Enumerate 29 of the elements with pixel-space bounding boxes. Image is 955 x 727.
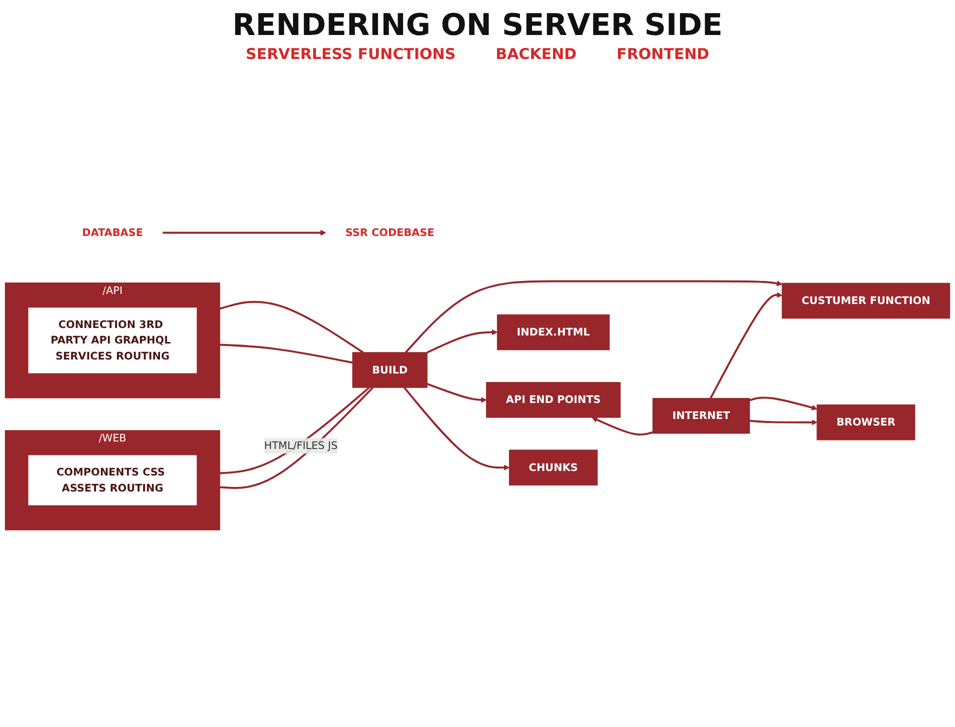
- node-text: DATABASE: [82, 226, 143, 240]
- arrow: [162, 230, 326, 236]
- section-label: BACKEND: [496, 45, 577, 63]
- node-box: CUSTUMER FUNCTION: [782, 283, 950, 319]
- connector: [220, 387, 370, 475]
- arrow: [749, 420, 818, 426]
- node-box: CONNECTION 3RD PARTY API GRAPHQL SERVICES ROUTING: [28, 307, 198, 374]
- edge-label: HTML/FILES JS: [264, 440, 338, 452]
- connector: [220, 301, 364, 354]
- arrow: [405, 280, 782, 354]
- node-box: CHUNKS: [508, 450, 598, 486]
- node-box: COMPONENTS CSS ASSETS ROUTING: [28, 454, 198, 506]
- arrow: [404, 387, 510, 471]
- node-box: BROWSER: [816, 404, 916, 441]
- node-text: SSR CODEBASE: [345, 226, 434, 240]
- arrow: [710, 292, 782, 400]
- node-box: INDEX.HTML: [496, 314, 610, 351]
- node-box: INTERNET: [652, 398, 750, 434]
- connector: [220, 344, 353, 364]
- section-label: SERVERLESS FUNCTIONS: [246, 45, 456, 63]
- node-box: BUILD: [352, 352, 428, 388]
- node-box: API END POINTS: [486, 382, 621, 418]
- connector: [220, 387, 374, 490]
- arrow: [426, 383, 487, 404]
- section-label: FRONTEND: [616, 45, 710, 63]
- arrow: [592, 417, 654, 436]
- title: RENDERING ON SERVER SIDE: [231, 8, 724, 43]
- arrow: [749, 397, 818, 411]
- arrow: [426, 330, 498, 354]
